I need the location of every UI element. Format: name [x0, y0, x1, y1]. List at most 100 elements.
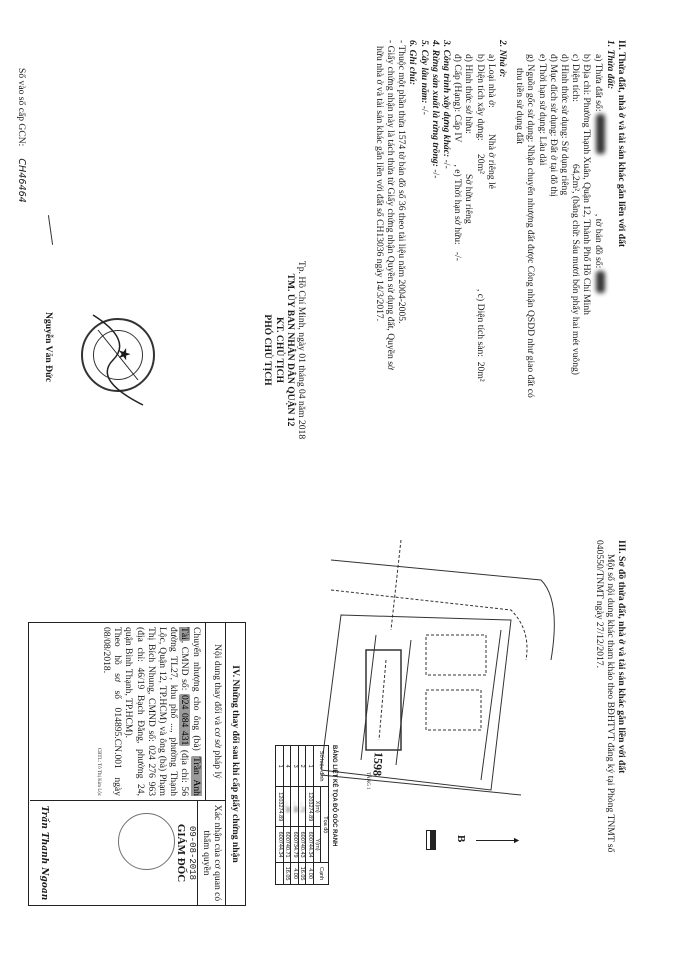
label: 3. Công trình xây dựng khác: [440, 40, 452, 158]
signature-scribble-icon [92, 314, 144, 406]
perennial-trees: 5. Cây lâu năm: -/- [418, 40, 430, 520]
signer-role: KT. CHỦ TỊCH [273, 316, 285, 383]
value: 64,2m², (bằng chữ: Sáu mươi bốn phẩy hai… [570, 164, 582, 375]
label: c) Diện tích: [570, 54, 582, 102]
dossier-ref: Theo hồ sơ số 014895.CN.001 ngày 08/08/2… [100, 627, 124, 796]
land-origin-cont: thu tiền sử dụng đất [514, 68, 526, 145]
redacted-map [595, 270, 605, 293]
term-value: -/- [452, 251, 464, 261]
registry-label: Số vào sổ cấp GCN: [16, 68, 27, 147]
confirmation-col: Xác nhận của cơ quan có thẩm quyền 09-08… [30, 801, 225, 905]
label: đ) Cấp (Hạng): [452, 54, 464, 113]
house-type: a) Loại nhà ở:Nhà ở riêng lẻ [486, 40, 497, 520]
term-label: , e) Thời hạn sở hữu: [452, 164, 464, 245]
land-use-form: d) Hình thức sử dụng: Sử dụng riêng [559, 40, 570, 520]
floor-label: TẦNG 1 [365, 772, 370, 790]
redacted-parcel [595, 113, 605, 154]
col-header: Số hiệu đỉnh [313, 745, 329, 787]
clerk-note: CBTL: Tô Thị Kim Lộc [95, 747, 101, 796]
north-arrowhead-icon: ▲ [512, 836, 522, 845]
label: g) Nguồn gốc sử dụng: [525, 54, 537, 143]
confirmation-stamp [117, 813, 175, 870]
value: Sử dụng riêng [558, 140, 570, 196]
signer-name: Nguyễn Văn Đức [43, 312, 54, 383]
place-date: Tp. Hồ Chí Minh, ngày 01 tháng 04 năm 20… [296, 260, 307, 440]
cell: 600740.71 [283, 826, 291, 863]
value: -/- [429, 169, 441, 179]
confirm-signer-name: Trần Thanh Ngoan [39, 805, 49, 901]
confirm-role: GIÁM ĐỐC [175, 823, 188, 883]
house-heading: 2. Nhà ở: [496, 40, 508, 78]
cell: 1203274.89 [276, 786, 284, 827]
value: Nhà ở riêng lẻ [485, 134, 497, 189]
cell: 600744.34 [306, 826, 314, 863]
col-header: Xác nhận của cơ quan có thẩm quyền [197, 801, 223, 905]
land-use-term: e) Thời hạn sử dụng: Lâu dài [536, 40, 548, 520]
section-4-changes-box: IV. Những thay đổi sau khi cấp giấy chứn… [28, 622, 246, 906]
house-build-area: b) Diện tích xây dựng:20m², c) Diện tích… [474, 40, 486, 520]
section-2-land-house: II. Thửa đất, nhà ở và tài sản khác gắn … [374, 40, 627, 520]
change-text: , CMND số: [179, 640, 191, 691]
value: -/- [440, 159, 452, 169]
smudged-id: 024 084 431 [179, 693, 191, 747]
col-header-y: Y(m) [313, 826, 321, 863]
north-label: B [455, 835, 467, 843]
cell: 600734.79 [291, 826, 299, 863]
registry-number: Số vào sổ cấp GCN: CH46464 [16, 68, 27, 203]
col-header-x: X(m) [313, 786, 321, 827]
land-use-purpose: đ) Mục đích sử dụng: Đất ở tại đô thị [548, 40, 559, 520]
cell: 16.05 [298, 862, 306, 885]
cell: 1203274.89 [306, 786, 314, 827]
cell: …26 [283, 786, 291, 827]
label: 5. Cây lâu năm: [418, 40, 430, 104]
cell: 3 [291, 745, 299, 787]
label: e) Thời hạn sử dụng: [536, 54, 548, 134]
value: Cấp IV [452, 114, 464, 143]
label: 4. Rừng sản xuất là rừng trồng: [429, 40, 441, 167]
col-header: Cạnh [313, 862, 329, 885]
coord-table-title: BẢNG LIỆT KÊ TỌA ĐỘ GÓC RANH [331, 745, 337, 847]
col-header: Tọa độ [321, 786, 329, 863]
other-works: 3. Công trình xây dựng khác: -/- [441, 40, 452, 520]
land-origin: g) Nguồn gốc sử dụng: Nhận chuyển nhượng… [525, 40, 536, 520]
planted-forest: 4. Rừng sản xuất là rừng trồng: -/- [430, 40, 441, 520]
section-4-title: IV. Những thay đổi sau khi cấp giấy chứn… [224, 623, 245, 905]
land-address: b) Địa chỉ: Phường Thạnh Xuân, Quận 12, … [581, 54, 593, 315]
scale-bar-icon [426, 830, 436, 850]
house-ownership: d) Hình thức sở hữu:Sở hữu riêng [463, 40, 474, 520]
value: Đất ở tại đô thị [547, 138, 559, 197]
map-sheet-label: , tờ bản đồ số: [592, 213, 604, 269]
note-line: hữu nhà ở và tài sản khác gắn liền với đ… [373, 46, 385, 322]
note-line: - Thuộc một phần thửa 1574 tờ bản đồ số … [396, 40, 408, 324]
cell: …06 [291, 786, 299, 827]
land-heading: 1. Thửa đất: [604, 40, 616, 90]
section-3-title: III. Sơ đồ thửa đất, nhà ở và tài sản kh… [616, 540, 627, 774]
section-2-title: II. Thửa đất, nhà ở và tài sản khác gắn … [616, 40, 627, 248]
confirm-date: 09-08-2018 [187, 825, 198, 880]
value: Nhận chuyển nhượng đất được Công nhận QS… [525, 144, 537, 398]
cell: 1 [306, 745, 314, 787]
official-stamp: ★ [81, 314, 155, 406]
value: Sở hữu riêng [463, 174, 475, 224]
cell: …71 [298, 786, 306, 827]
parcel-diagram [321, 540, 555, 796]
change-text: Chuyển nhượng cho ông (bà) [190, 627, 202, 751]
cell [276, 862, 284, 885]
floor-area-label: , c) Diện tích sàn: [474, 289, 486, 357]
land-parcel-number: a) Thửa đất số: , tờ bản đồ số: [592, 40, 605, 520]
divider-stroke [47, 215, 54, 245]
notes-heading: 6. Ghi chú: [407, 40, 419, 86]
floor-area-value: 20m² [474, 361, 486, 382]
label: đ) Mục đích sử dụng: [547, 54, 559, 137]
cell: 4.00 [306, 862, 314, 885]
section-3-diagram: III. Sơ đồ thửa đất, nhà ở và tài sản kh… [593, 540, 627, 960]
value: -/- [418, 105, 430, 115]
north-arrow-icon [476, 840, 516, 841]
value: Lâu dài [536, 136, 548, 166]
